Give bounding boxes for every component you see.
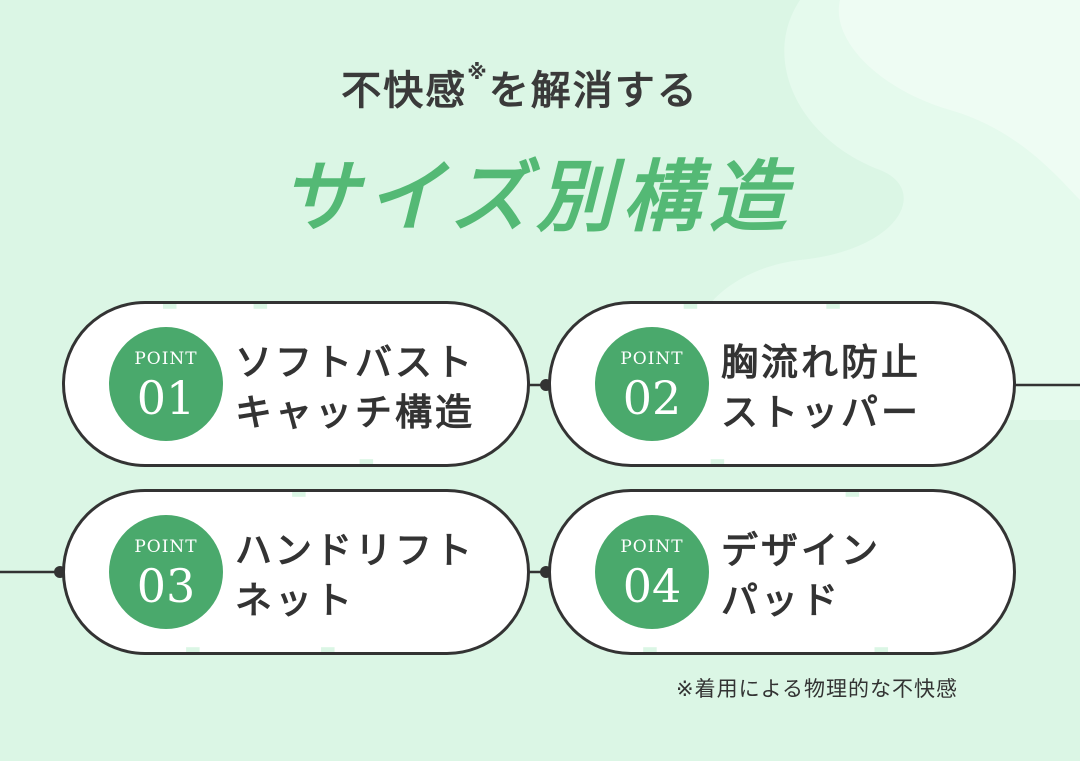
point-badge-label: POINT: [134, 537, 198, 557]
point-title-line-1: デザイン: [721, 529, 881, 572]
point-title-line-2: ネット: [235, 579, 355, 622]
point-title-line-1: 胸流れ防止: [721, 341, 921, 384]
heading-subtitle-after: を解消する: [488, 68, 699, 114]
point-title-line-1: ソフトバスト: [235, 341, 475, 384]
point-badge-number: 04: [622, 559, 682, 613]
point-badge-number: 03: [136, 559, 196, 613]
heading-subtitle: 不快感※を解消する: [0, 58, 1040, 116]
point-title-line-2: キャッチ構造: [235, 391, 475, 434]
point-card-02: POINT 02 胸流れ防止 ストッパー: [548, 301, 1016, 467]
point-title: 胸流れ防止 ストッパー: [721, 338, 999, 438]
point-badge-number: 02: [622, 371, 682, 425]
point-badge-number: 01: [136, 371, 196, 425]
heading-title: サイズ別構造: [280, 153, 795, 243]
point-card-01: POINT 01 ソフトバスト キャッチ構造: [62, 301, 530, 467]
point-title: デザイン パッド: [721, 526, 999, 626]
point-title: ハンドリフト ネット: [235, 526, 513, 626]
point-badge-label: POINT: [620, 537, 684, 557]
heading-subtitle-note-mark: ※: [467, 60, 489, 84]
point-badge-label: POINT: [620, 349, 684, 369]
point-card-03: POINT 03 ハンドリフト ネット: [62, 489, 530, 655]
point-badge: POINT 01: [109, 327, 223, 441]
point-title: ソフトバスト キャッチ構造: [235, 338, 513, 438]
heading-subtitle-before: 不快感: [341, 68, 468, 114]
point-title-line-2: パッド: [721, 579, 841, 622]
point-badge: POINT 04: [595, 515, 709, 629]
point-badge-label: POINT: [134, 349, 198, 369]
point-badge: POINT 02: [595, 327, 709, 441]
point-title-line-2: ストッパー: [721, 391, 921, 434]
point-badge: POINT 03: [109, 515, 223, 629]
footnote: ※着用による物理的な不快感: [676, 677, 958, 701]
point-title-line-1: ハンドリフト: [235, 529, 475, 572]
point-card-04: POINT 04 デザイン パッド: [548, 489, 1016, 655]
